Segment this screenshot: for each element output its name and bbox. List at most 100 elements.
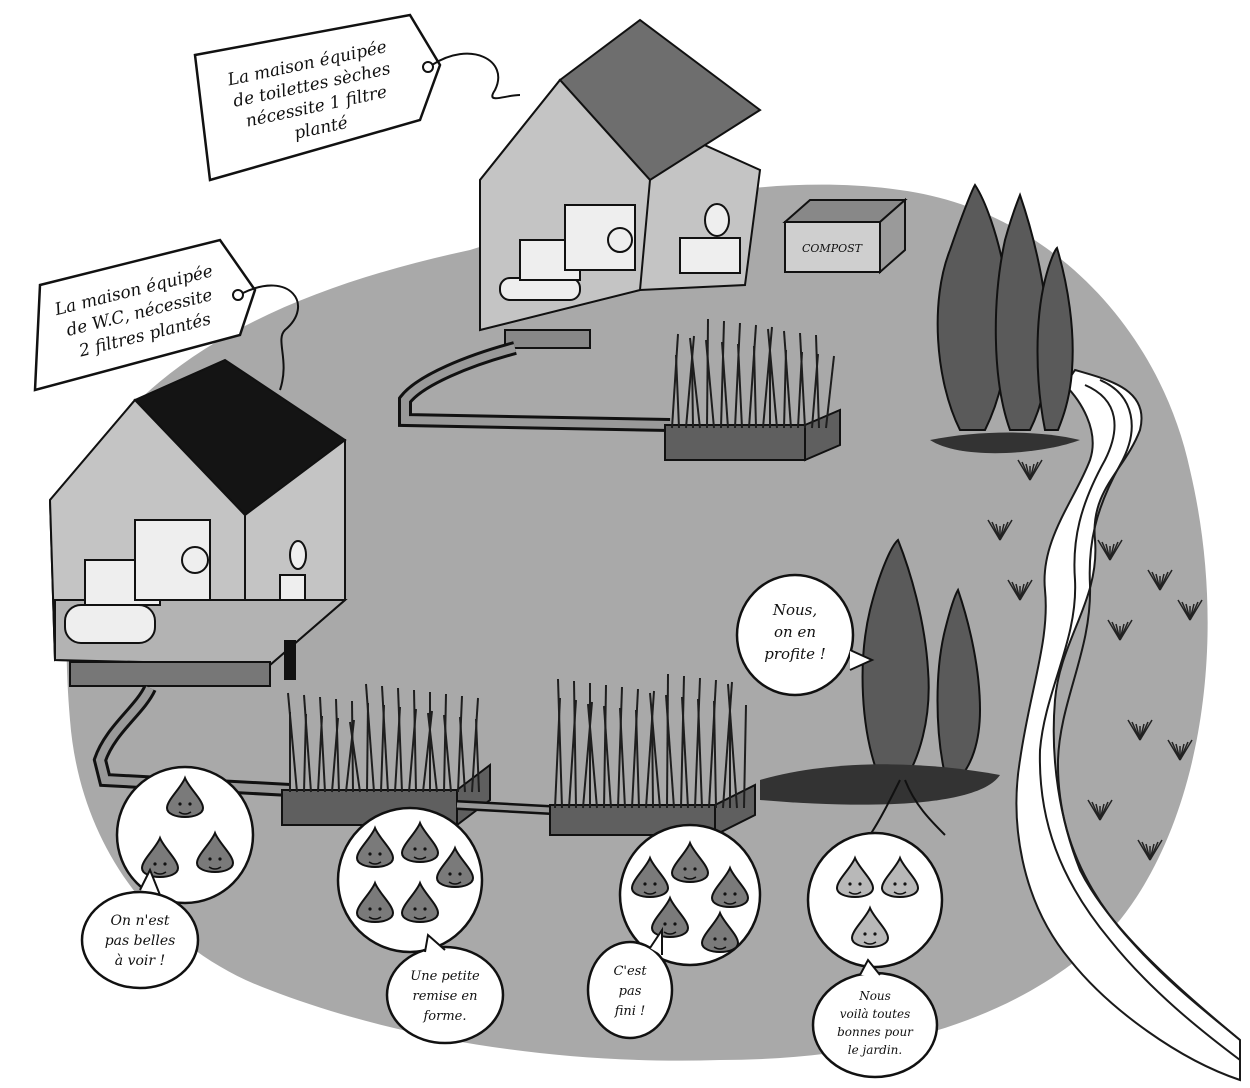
reed-stem — [727, 683, 738, 809]
reed-stem — [753, 345, 757, 429]
reed-stem — [722, 681, 733, 809]
reed-stem — [443, 693, 447, 793]
reed-stem — [457, 695, 463, 793]
drop-mouth — [713, 946, 727, 950]
reed-stem — [617, 686, 623, 809]
reed-stem — [680, 675, 685, 809]
water-drop-icon — [850, 905, 890, 948]
svg-text:C'est: C'est — [613, 964, 647, 979]
grass-blade — [1119, 619, 1133, 641]
reed-stem — [471, 697, 479, 793]
reed-stem — [825, 355, 835, 429]
drop-eye — [208, 857, 212, 861]
drops-stage-4 — [806, 831, 944, 969]
reed-stem — [767, 328, 778, 429]
drop-mouth — [863, 941, 877, 945]
reed-stem — [694, 677, 701, 809]
trees-bottom — [760, 538, 1000, 836]
drop-mouth — [893, 891, 907, 895]
drop-eye — [848, 882, 852, 886]
wc-house-label: La maison équipée de W.C, nécessite 2 fi… — [33, 238, 299, 392]
svg-text:Nous,: Nous, — [772, 601, 817, 619]
reed-stem — [681, 696, 689, 809]
speech-bubble-stage-1: On n'est pas belles à voir ! — [80, 867, 200, 990]
water-drop-icon — [670, 840, 710, 883]
svg-text:On n'est: On n'est — [111, 913, 170, 929]
trees-top — [930, 183, 1080, 454]
water-drop-icon — [140, 835, 180, 878]
reed-stem — [721, 341, 729, 429]
reed-stem — [815, 334, 820, 429]
reed-stem — [582, 701, 593, 809]
grass-blade — [1179, 739, 1193, 761]
svg-text:profite !: profite ! — [764, 645, 826, 663]
dry-toilet-house — [398, 18, 762, 432]
reed-stem — [475, 718, 480, 793]
reed-stem — [443, 714, 452, 793]
reed-stem — [706, 318, 709, 429]
grass-blade — [1019, 579, 1033, 601]
toilet-icon — [679, 203, 741, 274]
svg-text:on en: on en — [774, 623, 816, 641]
drop-eye — [378, 907, 382, 911]
drop-eye — [683, 867, 687, 871]
drops-stage-1 — [115, 765, 255, 905]
reed-stem — [303, 694, 312, 793]
drop-mouth — [663, 931, 677, 935]
water-drop-icon — [630, 855, 670, 898]
grass-blade — [1189, 599, 1203, 621]
reed-stem — [720, 320, 725, 429]
drop-mouth — [368, 861, 382, 865]
compost-bin: COMPOST — [782, 197, 908, 275]
drop-mouth — [153, 871, 167, 875]
drop-eye — [413, 847, 417, 851]
price-tag-icon — [422, 61, 434, 73]
water-drop-icon — [165, 775, 205, 818]
reed-stem — [631, 688, 639, 809]
reed-stem — [734, 322, 741, 429]
drop-eye — [368, 852, 372, 856]
reed-stem — [665, 694, 675, 809]
reed-stem — [413, 689, 417, 793]
svg-text:à voir !: à voir ! — [115, 953, 165, 969]
reed-stem — [737, 343, 743, 429]
drop-mouth — [368, 916, 382, 920]
washing-machine-icon — [134, 519, 211, 601]
svg-text:forme.: forme. — [422, 1009, 466, 1024]
reed-stem — [603, 705, 612, 809]
bathtub-icon — [499, 277, 581, 301]
drop-mouth — [413, 856, 427, 860]
water-drop-icon — [400, 820, 440, 863]
drop-mouth — [178, 811, 192, 815]
svg-text:le jardin.: le jardin. — [848, 1043, 902, 1057]
drop-eye — [153, 862, 157, 866]
reed-stem — [649, 692, 661, 809]
svg-text:remise en: remise en — [413, 989, 478, 1004]
reed-stem — [783, 330, 792, 429]
drops-stage-3 — [618, 823, 762, 967]
drop-mouth — [683, 876, 697, 880]
speech-bubble-stage-2: Une petite remise en forme. — [385, 933, 505, 1045]
water-drop-icon — [195, 830, 235, 873]
reed-stem — [743, 704, 747, 809]
reed-stem — [349, 721, 361, 793]
drop-eye — [423, 907, 427, 911]
drop-eye — [413, 907, 417, 911]
drop-eye — [188, 802, 192, 806]
reed-stem — [762, 326, 773, 429]
river — [1015, 368, 1241, 1082]
washing-machine-icon — [564, 204, 636, 271]
drop-eye — [673, 922, 677, 926]
drop-eye — [693, 867, 697, 871]
drop-mouth — [208, 866, 222, 870]
grass-blade — [1099, 799, 1113, 821]
reed-stem — [713, 700, 717, 809]
water-drop-icon — [435, 845, 475, 888]
grass-blade — [1159, 569, 1173, 591]
drop-eye — [858, 882, 862, 886]
reed-stem — [397, 687, 403, 793]
planted-filter-2 — [549, 673, 756, 837]
drop-eye — [643, 882, 647, 886]
bathtub-icon — [64, 604, 156, 644]
